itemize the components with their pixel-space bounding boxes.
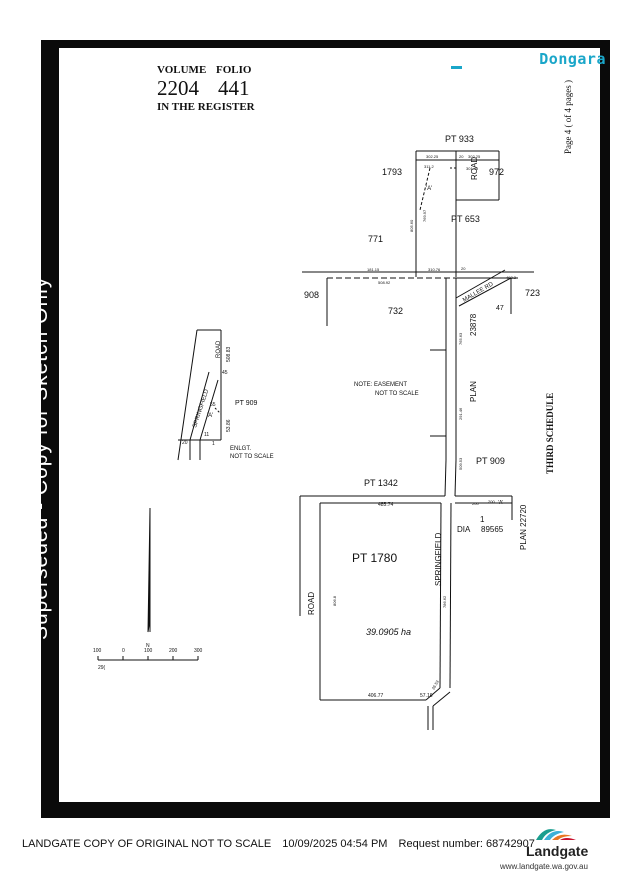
dim-10: 20 <box>461 266 466 271</box>
volume-value: 2204 <box>157 76 199 100</box>
dim-21: 406.77 <box>368 693 384 699</box>
enlgt-springfield-label: SPRINGFIELD <box>192 388 210 429</box>
dim-19: 806.8 <box>332 595 337 606</box>
marker-a-top: 'A' <box>426 186 432 192</box>
scale-tick-5: 300 <box>194 648 203 654</box>
dim-20: 786.62 <box>442 595 447 608</box>
road-label-top: ROAD <box>470 157 479 180</box>
springfield-label: SPRINGFIELD <box>434 532 443 586</box>
lot-pt1780: PT 1780 <box>352 551 397 565</box>
footer-copy-note: LANDGATE COPY OF ORIGINAL NOT TO SCALE <box>22 838 272 850</box>
dia-label: DIA <box>457 525 471 534</box>
lot-972: 972 <box>489 167 504 177</box>
lot-1793: 1793 <box>382 167 402 177</box>
scale-tick-2: 0 <box>122 648 125 654</box>
folio-label: FOLIO <box>216 64 252 76</box>
enlgt-road-label: ROAD <box>216 340 222 358</box>
enlgt-note-1: ENLGT. <box>230 446 251 452</box>
dim-4: 311.2 <box>424 164 434 169</box>
footer-request: Request number: 68742907 <box>398 838 535 850</box>
watermark-dash <box>451 66 462 69</box>
dia-number: 89565 <box>481 525 504 534</box>
lot-732: 732 <box>388 306 403 316</box>
enlgt-dim-2: 45 <box>222 370 228 376</box>
plan-word-label: PLAN <box>469 381 478 402</box>
landgate-url[interactable]: www.landgate.wa.gov.au <box>500 862 588 871</box>
lot-pt933: PT 933 <box>445 134 474 144</box>
easement-note-2: NOT TO SCALE <box>375 391 419 397</box>
lot-pt653: PT 653 <box>451 214 480 224</box>
folio-value: 441 <box>218 76 250 100</box>
document-sheet <box>59 48 600 802</box>
dim-22: 57.16 <box>420 693 433 699</box>
lot-pt909-enlgt: PT 909 <box>235 400 258 407</box>
volume-label: VOLUME <box>157 64 207 76</box>
north-label: N <box>146 643 150 649</box>
dim-17: 200 <box>472 501 479 506</box>
dim-11: 508.92 <box>378 280 391 285</box>
plan-boundaries <box>147 150 534 730</box>
lot-pt909: PT 909 <box>476 456 505 466</box>
dim-8: 181.15 <box>367 267 380 272</box>
dim-15: 509.53 <box>458 457 463 470</box>
dim-16: 485.74 <box>378 502 394 508</box>
dim-5: 301.49 <box>466 166 479 171</box>
lot-pt1342: PT 1342 <box>364 478 398 488</box>
enlgt-dim-7: 1 <box>212 441 215 447</box>
dim-18: 200 <box>488 499 495 504</box>
dim-1: 302.25 <box>426 154 439 159</box>
register-label: IN THE REGISTER <box>157 101 255 113</box>
lot-47: 47 <box>496 305 504 312</box>
scale-tick-1: 100 <box>93 648 102 654</box>
marker-a-enlgt: 'A' <box>207 413 213 419</box>
lot-771: 771 <box>368 234 383 244</box>
lot-1: 1 <box>480 515 485 524</box>
enlgt-note-2: NOT TO SCALE <box>230 454 274 460</box>
dim-12: 492.3 <box>506 275 517 280</box>
footer-bar: LANDGATE COPY OF ORIGINAL NOT TO SCALE 1… <box>22 838 543 850</box>
plan-23878-number: 23878 <box>469 313 478 336</box>
scale-ratio: 29( <box>98 665 106 671</box>
scale-bar <box>97 656 199 661</box>
parcel-area: 39.0905 ha <box>366 627 411 637</box>
enlgt-dim-3: 55 <box>210 402 216 408</box>
easement-note-1: NOTE: EASEMENT <box>354 382 407 388</box>
landgate-brand-name: Landgate <box>526 843 589 859</box>
footer-timestamp: 10/09/2025 04:54 PM <box>282 838 388 850</box>
scale-tick-4: 200 <box>169 648 178 654</box>
dim-7: 805.60 <box>409 219 414 232</box>
landgate-logo-icon <box>536 829 576 840</box>
dim-9: 310.76 <box>428 267 441 272</box>
lot-723: 723 <box>525 288 540 298</box>
enlgt-dim-6: 11 <box>204 432 209 438</box>
dim-23: 26.53 <box>431 679 441 691</box>
dongara-watermark: Dongara <box>539 50 606 68</box>
dim-6: 769.97 <box>422 209 427 222</box>
lot-908: 908 <box>304 290 319 300</box>
scale-tick-3: 100 <box>144 648 153 654</box>
dim-14: 291.46 <box>458 407 463 420</box>
dim-2: 20 <box>459 154 464 159</box>
enlgt-dim-1: 508.83 <box>226 346 232 362</box>
road-label-left: ROAD <box>307 592 316 615</box>
dim-3: 302.25 <box>468 154 481 159</box>
enlgt-dim-4: 53.86 <box>226 419 232 432</box>
enlgt-dim-5: 20 <box>182 440 188 446</box>
marker-a-bottom: 'A' <box>498 500 503 506</box>
dim-13: 765.63 <box>458 332 463 345</box>
plan-22720-label: PLAN 22720 <box>519 504 528 550</box>
